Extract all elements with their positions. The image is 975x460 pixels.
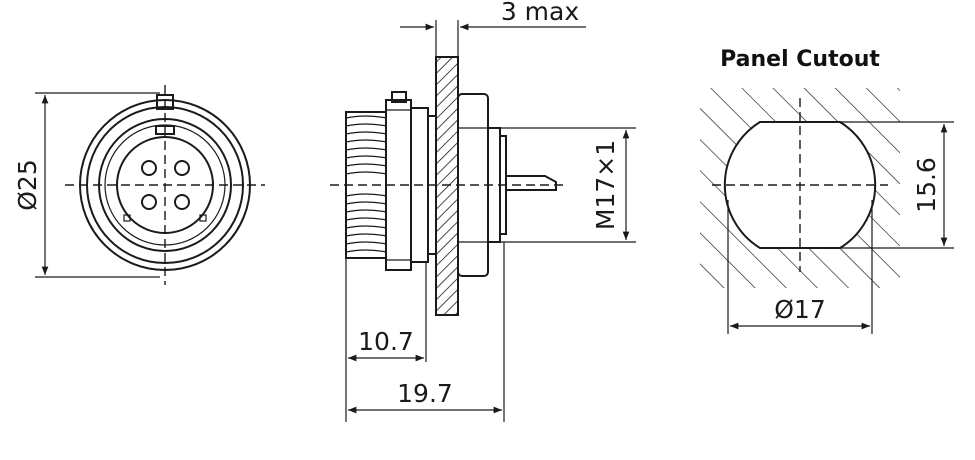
front-keyway	[156, 94, 174, 110]
front-locating-mark-left	[123, 214, 131, 222]
contact-pin-3	[141, 194, 157, 210]
front-insert-ring	[98, 118, 232, 252]
side-view: 3 max M17×1 10.7 19.7	[330, 0, 636, 422]
side-solder-tail	[505, 175, 557, 191]
contact-pin-4	[174, 194, 190, 210]
cutout-view: Panel Cutout 15.6 Ø17	[700, 47, 954, 334]
contact-pin-2	[174, 160, 190, 176]
side-overall-length-label: 19.7	[397, 379, 453, 408]
contact-pin-1	[141, 160, 157, 176]
cutout-title: Panel Cutout	[720, 47, 880, 72]
front-outer-ring-inner	[86, 106, 244, 264]
side-front-length-label: 10.7	[358, 327, 414, 356]
side-thread-lines	[345, 115, 387, 253]
front-key	[155, 125, 175, 135]
front-view: Ø25	[13, 85, 265, 285]
side-panel-thickness-label: 3 max	[501, 0, 579, 26]
side-panel	[435, 56, 459, 316]
cutout-flat-label: 15.6	[912, 157, 941, 213]
front-outer-ring	[79, 99, 251, 271]
side-flange-key	[391, 91, 407, 103]
front-contact-insert	[116, 136, 214, 234]
front-locating-mark-right	[199, 214, 207, 222]
cutout-diameter-label: Ø17	[774, 295, 826, 324]
side-thread-label: M17×1	[591, 140, 620, 230]
front-diameter-label: Ø25	[13, 159, 42, 211]
